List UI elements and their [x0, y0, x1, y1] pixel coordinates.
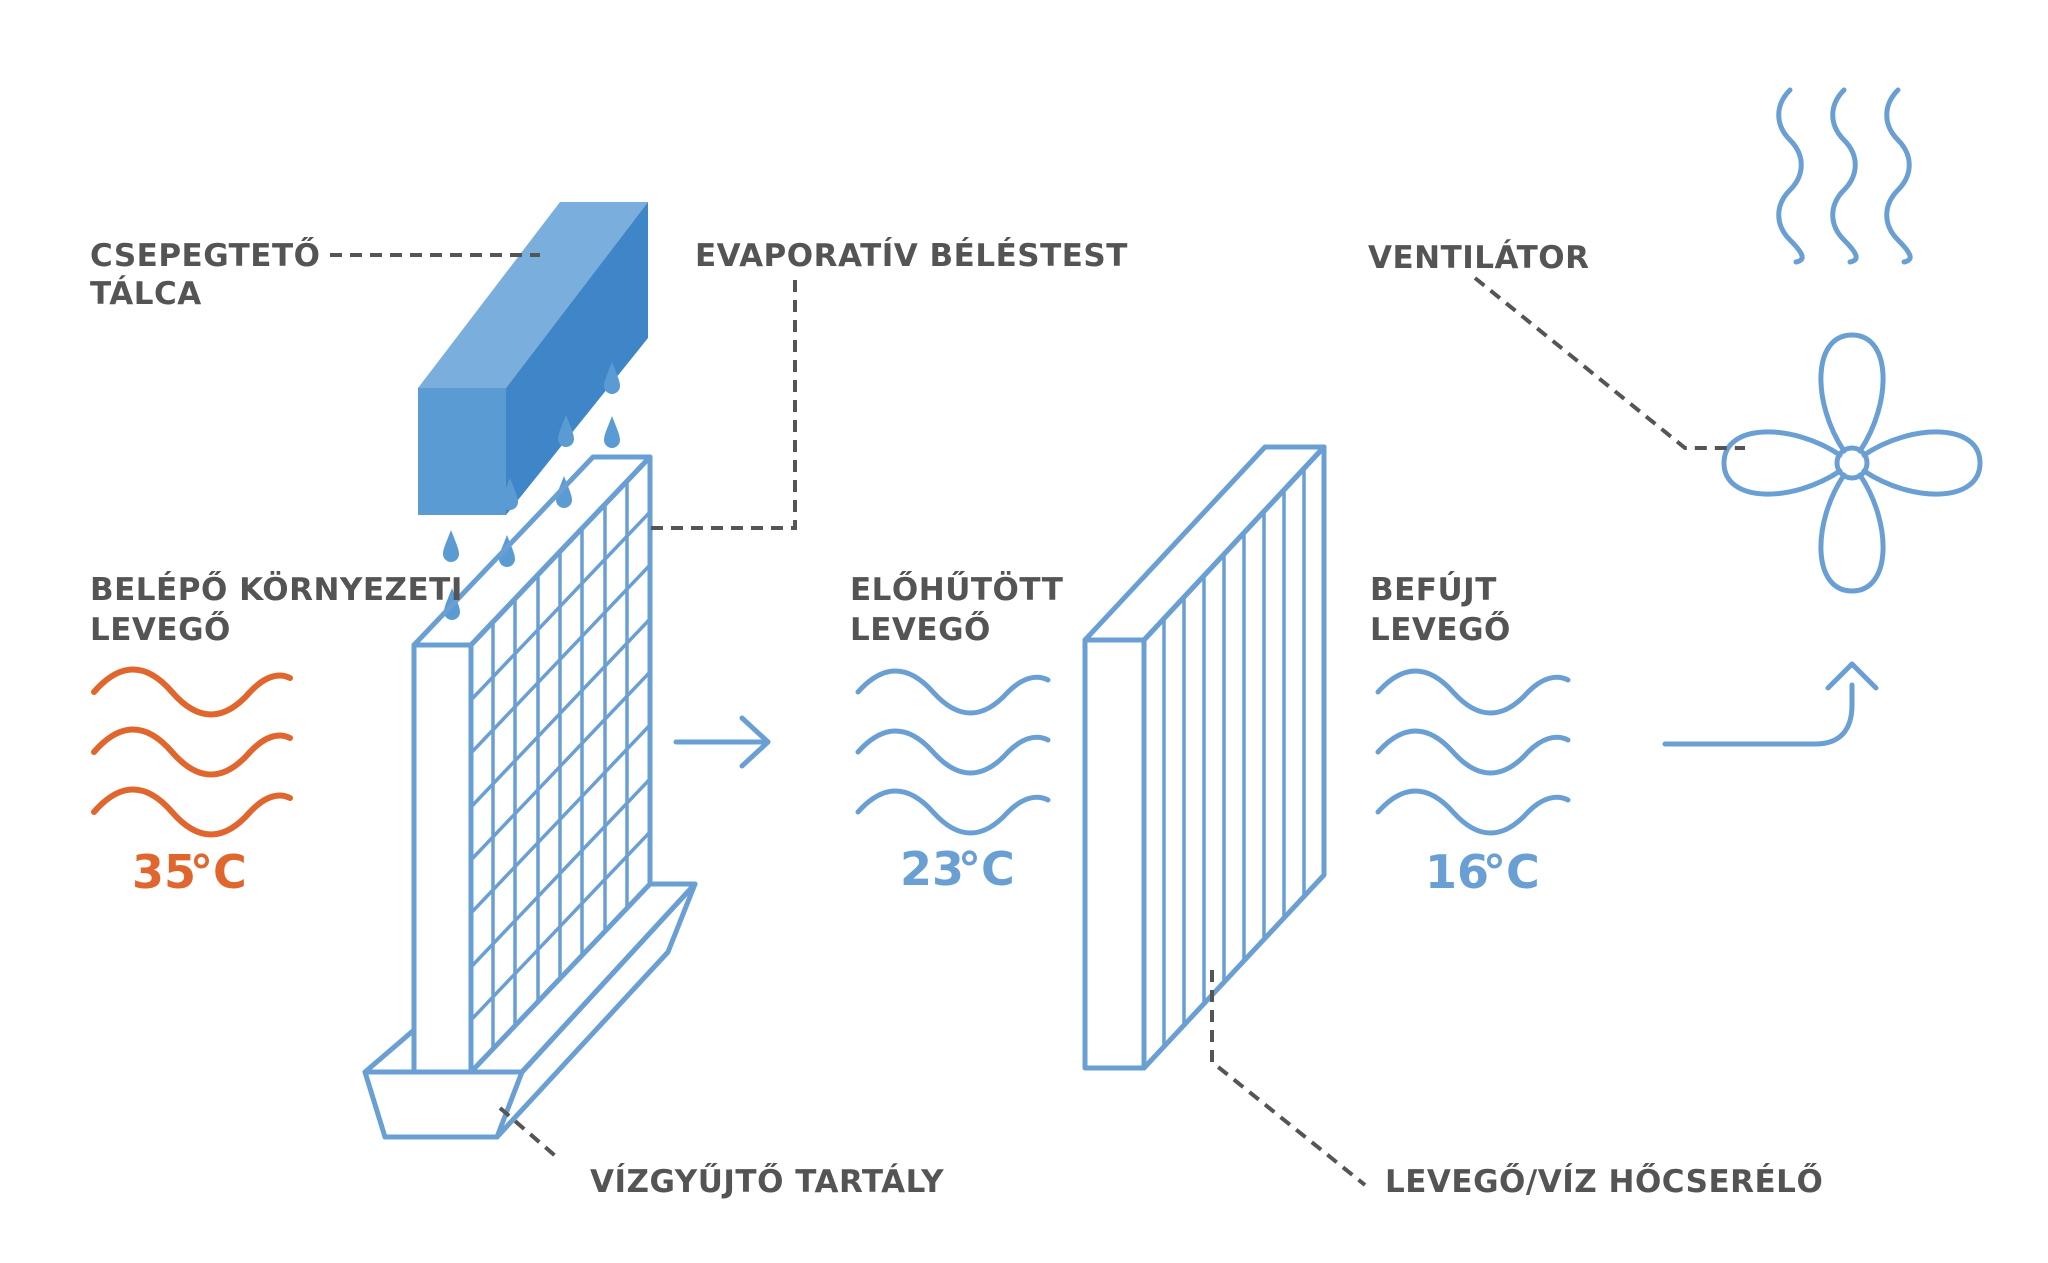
flow-arrow-up [1662, 661, 1879, 747]
precooled-air-label-line1: ELŐHŰTÖTT [850, 571, 1063, 608]
drip-tray-label-line2: TÁLCA [90, 276, 202, 312]
supply-air-label-line1: BEFÚJT [1370, 571, 1497, 608]
fan-icon [1721, 332, 1983, 594]
supply-air-waves [1375, 668, 1571, 836]
incoming-temp-value: 35 [132, 845, 196, 899]
evaporative-media-label: EVAPORATÍV BÉLÉSTEST [695, 238, 1128, 274]
incoming-air-waves [91, 666, 293, 838]
water-drop [443, 530, 459, 562]
supply-temp-unit: °C [1483, 845, 1540, 899]
drip-tray [418, 202, 648, 515]
precooled-air-waves [855, 668, 1051, 836]
supply-temperature: 16 °C [1425, 845, 1540, 899]
precooled-temp-value: 23 [900, 842, 964, 896]
incoming-air-label-line2: LEVEGŐ [90, 611, 231, 648]
media-grid [469, 481, 652, 1049]
precooled-air-label-line2: LEVEGŐ [850, 611, 991, 648]
water-drop [502, 478, 518, 510]
supply-air-label-line2: LEVEGŐ [1370, 611, 1511, 648]
water-drop [604, 362, 620, 394]
incoming-temperature: 35 °C [132, 845, 247, 899]
incoming-air-label-line1: BELÉPŐ KÖRNYEZETI [90, 571, 463, 608]
flow-arrow-right [673, 715, 771, 769]
leader-lines [330, 253, 1745, 1187]
precooled-temp-unit: °C [958, 842, 1015, 896]
water-tank-label: VÍZGYŰJTŐ TARTÁLY [590, 1163, 944, 1200]
water-collection-tank [362, 881, 698, 1140]
precooled-temperature: 23 °C [900, 842, 1015, 896]
fan-label: VENTILÁTOR [1368, 240, 1590, 276]
water-drop [556, 476, 572, 508]
water-drop [604, 416, 620, 448]
supply-temp-value: 16 [1425, 845, 1489, 899]
heat-exchanger-fins [1162, 468, 1306, 1046]
water-drop [558, 415, 574, 447]
water-drop [499, 535, 515, 567]
incoming-temp-unit: °C [190, 845, 247, 899]
heat-exchanger [1082, 444, 1327, 1071]
heat-exchanger-label: LEVEGŐ/VÍZ HŐCSERÉLŐ [1385, 1163, 1823, 1200]
water-drops [443, 362, 620, 620]
rising-air-icon [1776, 87, 1913, 265]
drip-tray-label-line1: CSEPEGTETŐ [90, 237, 320, 274]
